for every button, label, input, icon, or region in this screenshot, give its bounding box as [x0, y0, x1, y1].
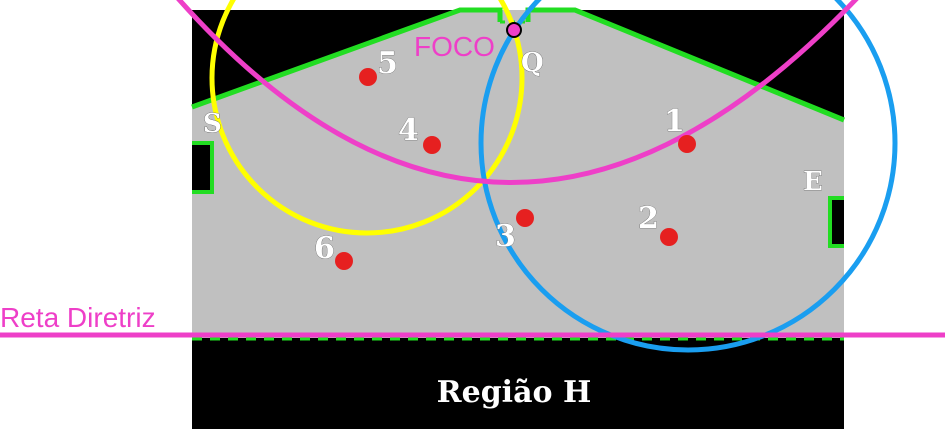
focus-point — [506, 22, 522, 38]
blue-circle — [478, 0, 898, 353]
point-6 — [335, 252, 353, 270]
door-s-label: S — [203, 109, 222, 139]
directrix-label: Reta Diretriz — [0, 302, 156, 333]
point-3-label: 3 — [495, 219, 516, 254]
point-4 — [423, 136, 441, 154]
door-q-label: Q — [521, 48, 544, 78]
parabola-curve — [176, 0, 859, 185]
door-s-frame — [192, 141, 214, 194]
door-e-label: E — [803, 167, 823, 197]
focus-label: FOCO — [414, 31, 495, 62]
door-e-frame — [828, 196, 844, 248]
floor-area — [192, 10, 844, 338]
wall-outline — [191, 7, 503, 110]
region-label: Região H — [437, 375, 592, 410]
point-2-label: 2 — [638, 201, 659, 236]
point-4-label: 4 — [398, 113, 419, 148]
point-5 — [359, 68, 377, 86]
point-1-label: 1 — [664, 104, 685, 139]
point-3 — [516, 209, 534, 227]
point-6-label: 6 — [314, 231, 335, 266]
yellow-circle — [209, 0, 525, 236]
wall-outline-right — [525, 7, 845, 123]
point-2 — [660, 228, 678, 246]
point-5-label: 5 — [377, 46, 398, 81]
point-1 — [678, 135, 696, 153]
